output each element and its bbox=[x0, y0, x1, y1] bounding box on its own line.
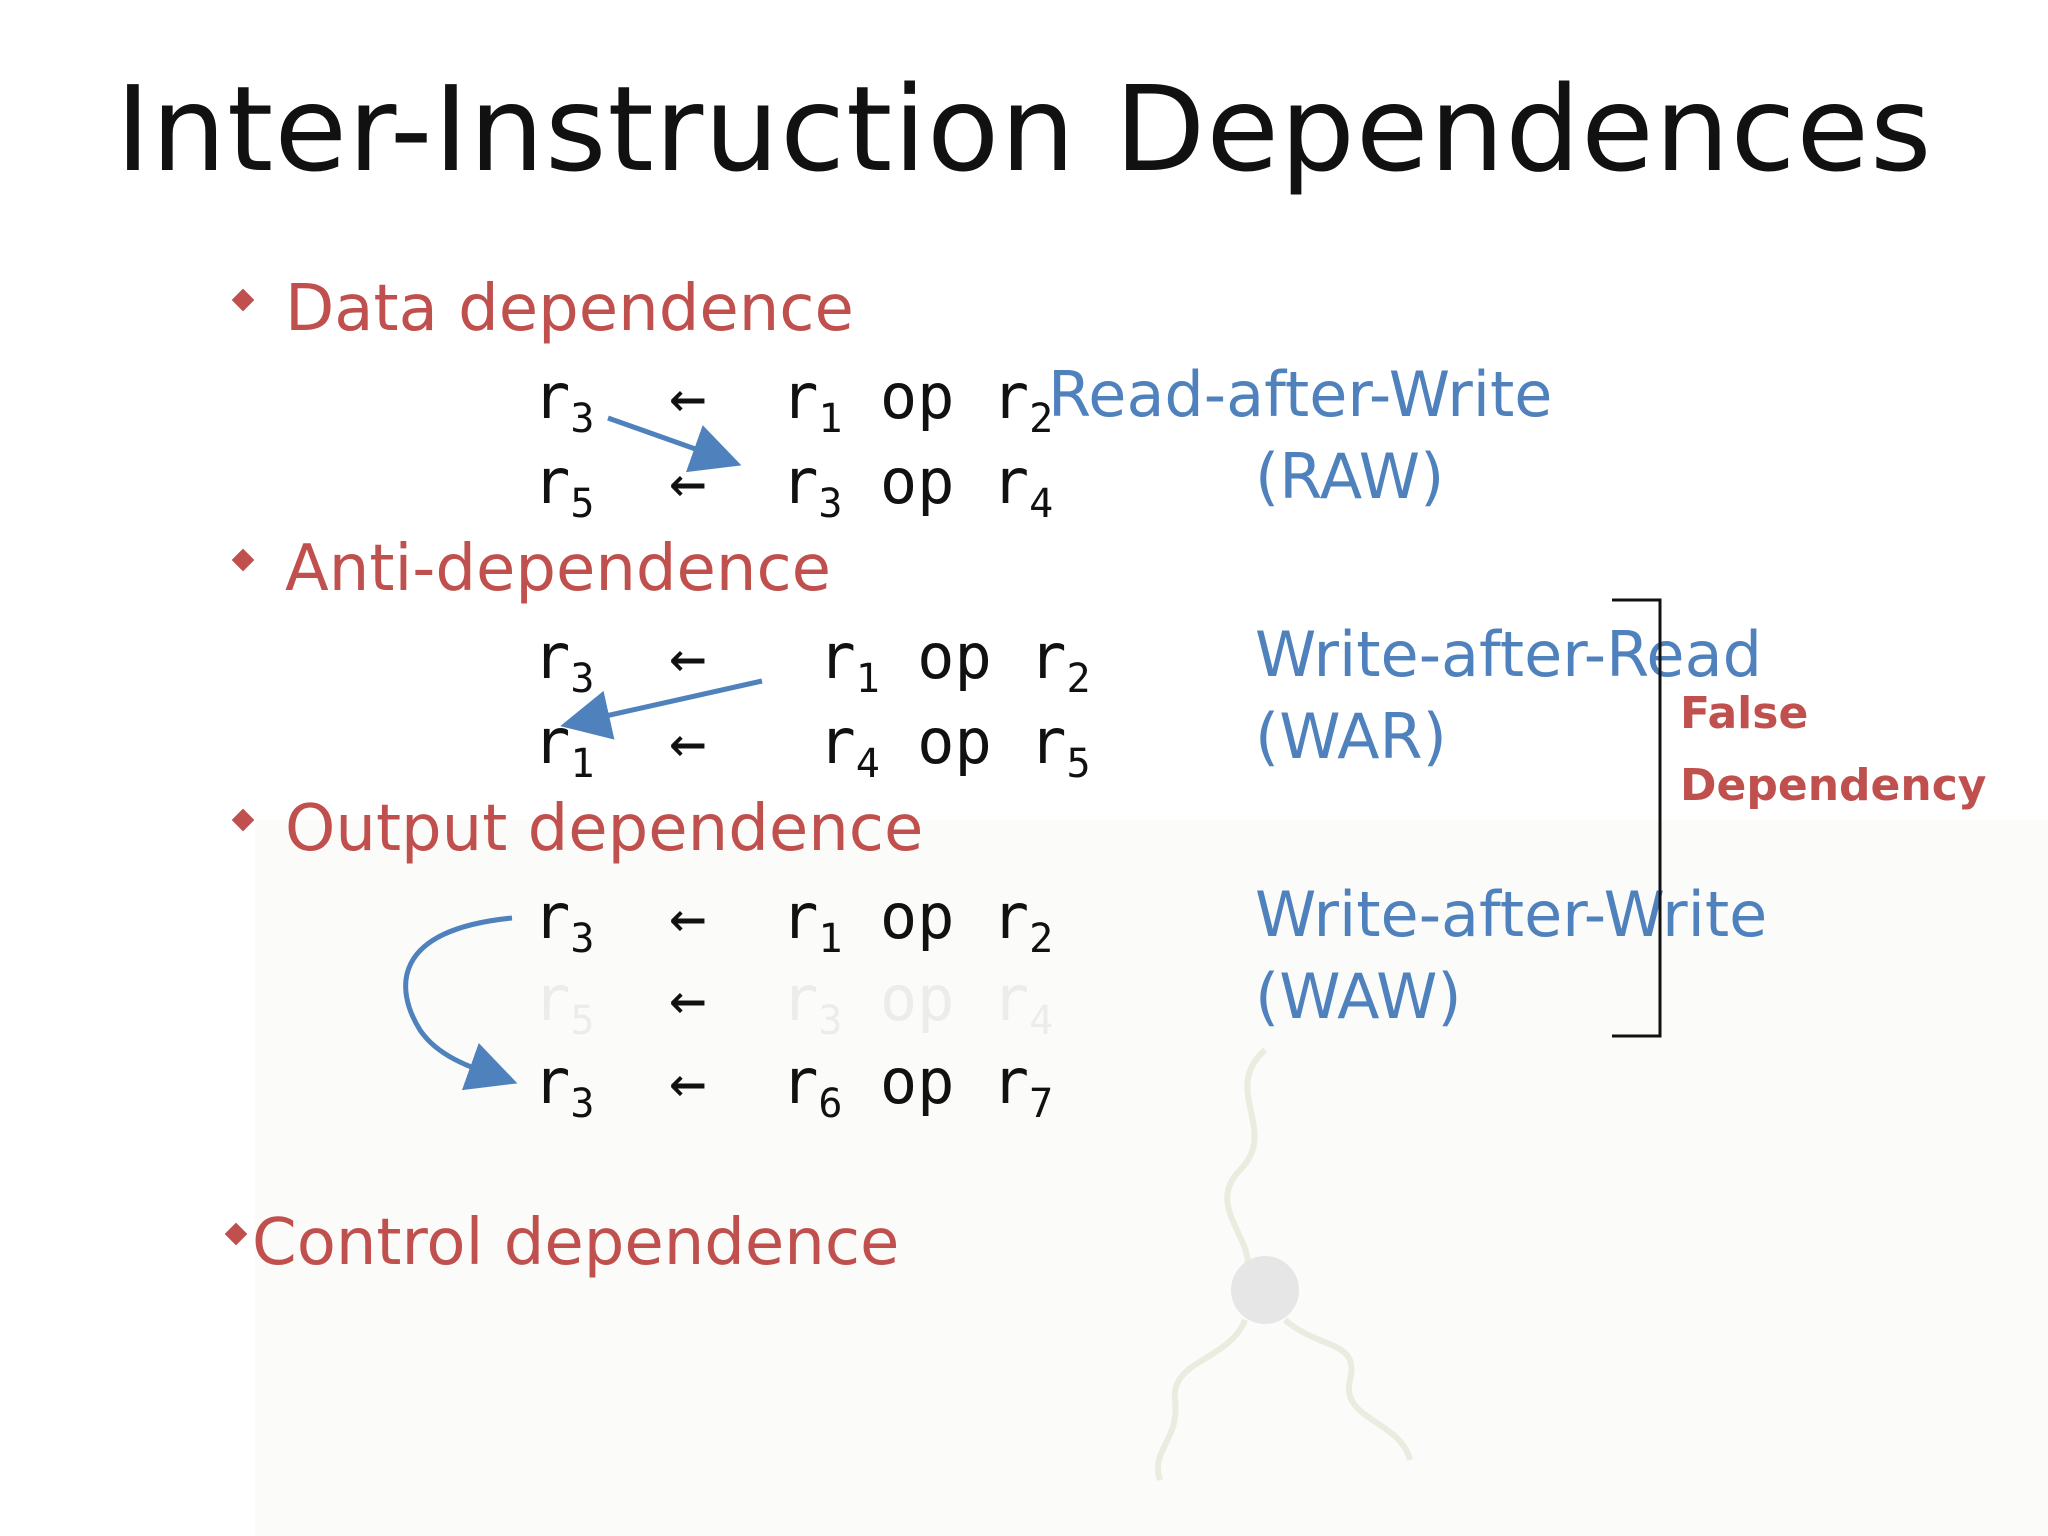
false-dependency-bracket bbox=[1612, 600, 1660, 1036]
war-arrow bbox=[570, 681, 762, 724]
waw-arrow bbox=[406, 918, 512, 1080]
raw-arrow bbox=[608, 418, 732, 462]
